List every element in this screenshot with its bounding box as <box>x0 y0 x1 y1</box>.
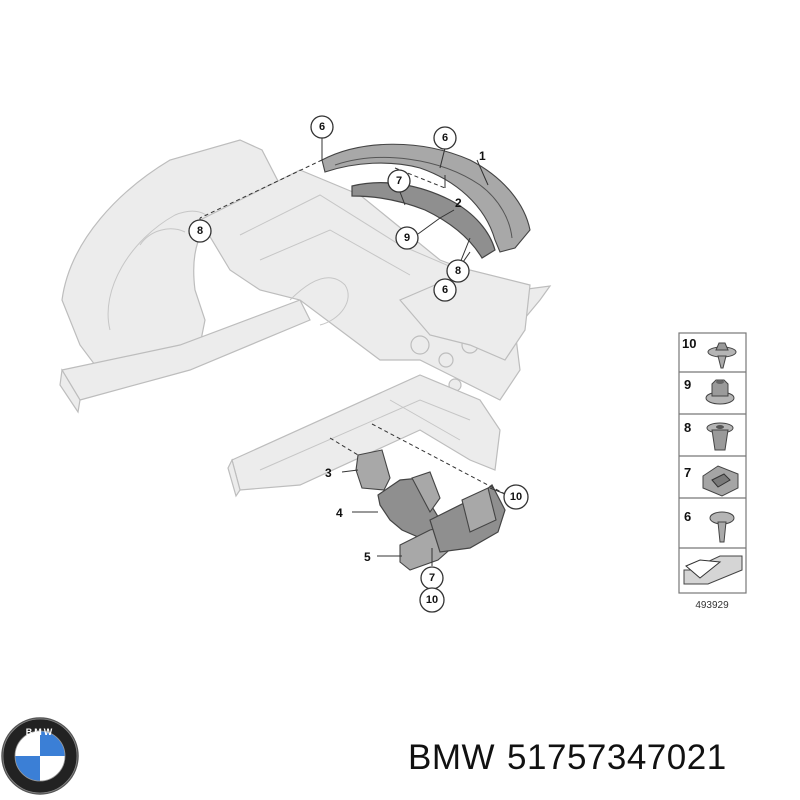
callout-1-label: 1 <box>479 149 486 163</box>
callout-6-low-text: 6 <box>442 284 448 296</box>
orientation-arrow-icon <box>683 555 743 585</box>
legend-item-9-number: 9 <box>684 377 691 392</box>
callout-10-right-text: 10 <box>510 491 522 503</box>
diagram-number: 493929 <box>695 600 729 611</box>
screw-icon <box>709 511 735 543</box>
callout-8-left-text: 8 <box>197 225 203 237</box>
callout-6-low: 6 <box>433 278 457 302</box>
logo-letters: BMW <box>26 727 55 737</box>
legend-item-6-number: 6 <box>684 509 691 524</box>
legend-item-7-number: 7 <box>684 465 691 480</box>
callout-7-top: 7 <box>387 169 411 193</box>
part-2-cowl-seal <box>351 182 496 259</box>
legend-item-10-number: 10 <box>682 336 696 351</box>
legend-item-9: 9 <box>684 377 735 405</box>
callout-7-low-text: 7 <box>429 572 435 584</box>
legend-item-7: 7 <box>684 465 739 497</box>
legend-item-10: 10 <box>682 336 737 369</box>
legend-item-8-number: 8 <box>684 420 691 435</box>
brand-part-number-line: BMW 51757347021 <box>408 738 739 778</box>
callout-6-mid-top: 6 <box>433 126 457 150</box>
legend-item-8: 8 <box>684 420 734 451</box>
part-3-bracket <box>355 449 391 491</box>
part-4-bracket <box>377 471 441 541</box>
callout-3-label: 3 <box>325 466 332 480</box>
brand-name: BMW <box>408 738 496 777</box>
callout-10-low: 10 <box>419 587 445 613</box>
part-number: 51757347021 <box>507 738 727 777</box>
part-1-cowl-cover <box>321 143 531 253</box>
callout-7-top-text: 7 <box>396 175 402 187</box>
callout-4-label: 4 <box>336 506 343 520</box>
callout-6-top: 6 <box>310 115 334 139</box>
part-5-bracket <box>399 484 506 571</box>
callout-10-right: 10 <box>503 484 529 510</box>
callout-5-label: 5 <box>364 550 371 564</box>
hex-nut-icon <box>705 379 735 405</box>
clip-nut-icon <box>702 465 739 497</box>
callout-9-text: 9 <box>404 232 410 244</box>
expanding-nut-icon <box>706 422 734 451</box>
legend-item-6: 6 <box>684 509 735 543</box>
callout-2-label: 2 <box>455 196 462 210</box>
screw-washer-icon <box>707 342 737 369</box>
callout-6-top-text: 6 <box>319 121 325 133</box>
callout-8-left: 8 <box>188 219 212 243</box>
callout-6-mid-top-text: 6 <box>442 132 448 144</box>
callout-8-mid-text: 8 <box>455 265 461 277</box>
callout-7-low: 7 <box>420 566 444 590</box>
callout-10-low-text: 10 <box>426 594 438 606</box>
bmw-logo: BMW <box>1 717 79 795</box>
callout-9: 9 <box>395 226 419 250</box>
vehicle-body-ghost <box>59 139 552 498</box>
callout-8-mid: 8 <box>446 259 470 283</box>
fastener-legend: 10 9 8 7 <box>678 332 747 611</box>
